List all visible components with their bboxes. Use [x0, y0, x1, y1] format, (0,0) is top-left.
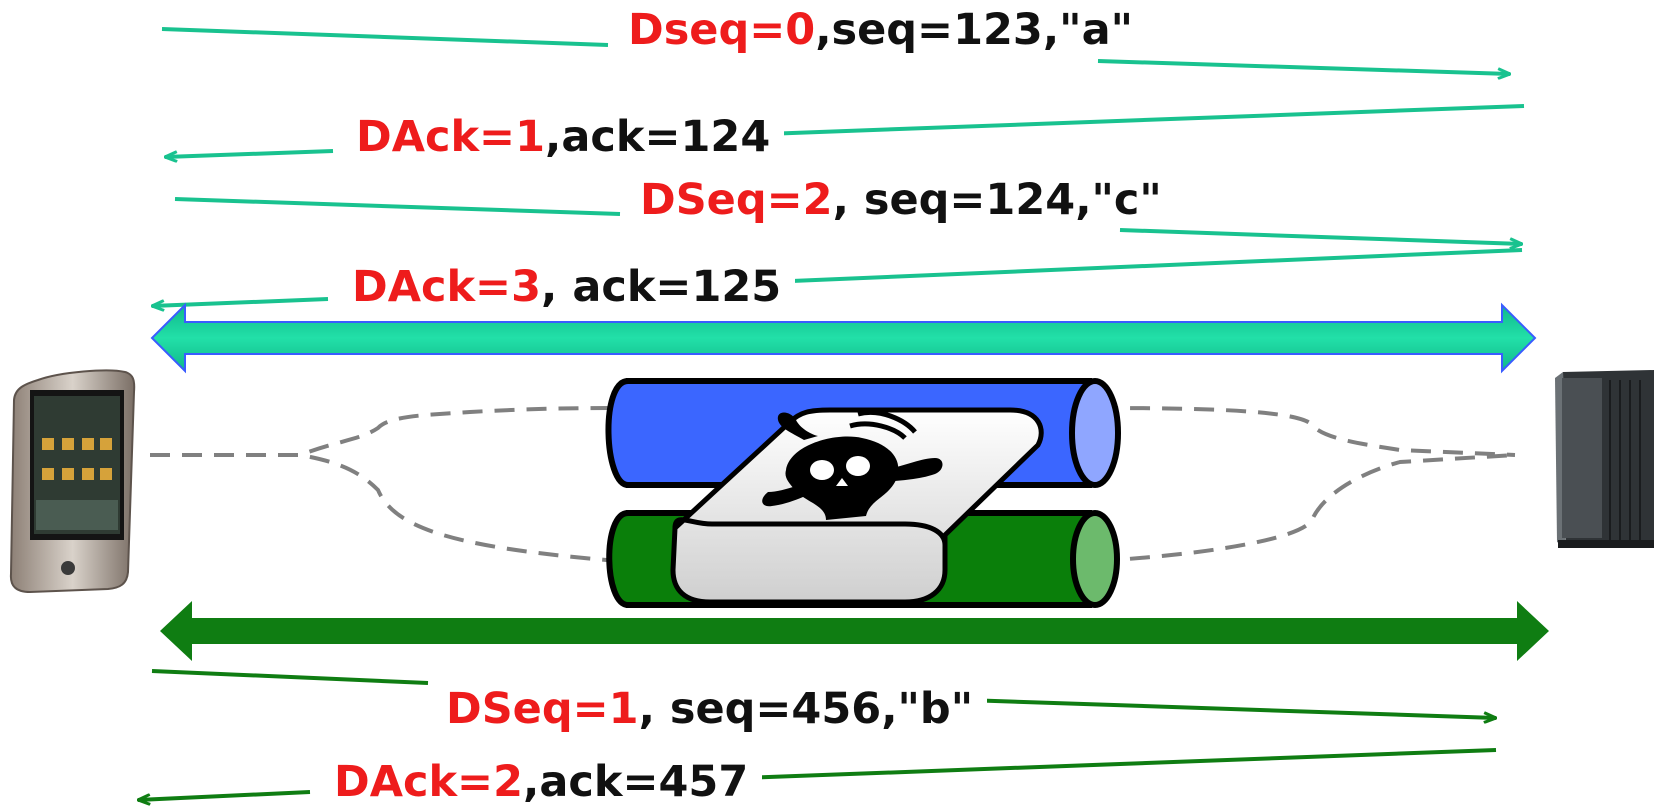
subflow-value: ,seq=123,"a" [815, 5, 1134, 55]
msg-line-m1 [161, 27, 1510, 74]
subflow-top-arrow [150, 302, 1537, 374]
msg-line-m4 [152, 248, 1523, 306]
message-label-dack1: DAck=1,ack=124 [342, 112, 785, 162]
dsn-value: DAck=1 [356, 112, 546, 162]
smartphone-icon [9, 369, 136, 594]
dsn-value: DAck=2 [334, 757, 524, 807]
msg-line-m3 [174, 197, 1522, 244]
msg-line-m6 [138, 748, 1497, 800]
subflow-value: ,ack=457 [523, 757, 749, 807]
message-label-dack2: DAck=2,ack=457 [320, 757, 763, 807]
dsn-value: DAck=3 [352, 262, 542, 312]
dsn-value: DSeq=1 [446, 684, 639, 734]
msg-line-m5 [151, 669, 1496, 718]
message-label-dack3: DAck=3, ack=125 [338, 262, 796, 312]
server-tower-icon [1555, 370, 1654, 548]
subflow-value: , seq=124,"c" [832, 175, 1162, 225]
subflow-value: , seq=456,"b" [638, 684, 974, 734]
dsn-value: Dseq=0 [628, 5, 816, 55]
subflow-value: , ack=125 [541, 262, 782, 312]
message-label-dseq2: DSeq=2, seq=124,"c" [626, 175, 1176, 225]
subflow-bottom-arrow [160, 601, 1549, 661]
network-paths-dashed [150, 406, 1516, 563]
skull-crossbones-box-icon [670, 407, 1044, 605]
message-label-dseq1: DSeq=1, seq=456,"b" [432, 684, 988, 734]
msg-line-m2 [165, 104, 1525, 157]
subflow-value: ,ack=124 [545, 112, 771, 162]
message-label-dseq0: Dseq=0,seq=123,"a" [614, 5, 1148, 55]
dsn-value: DSeq=2 [640, 175, 833, 225]
